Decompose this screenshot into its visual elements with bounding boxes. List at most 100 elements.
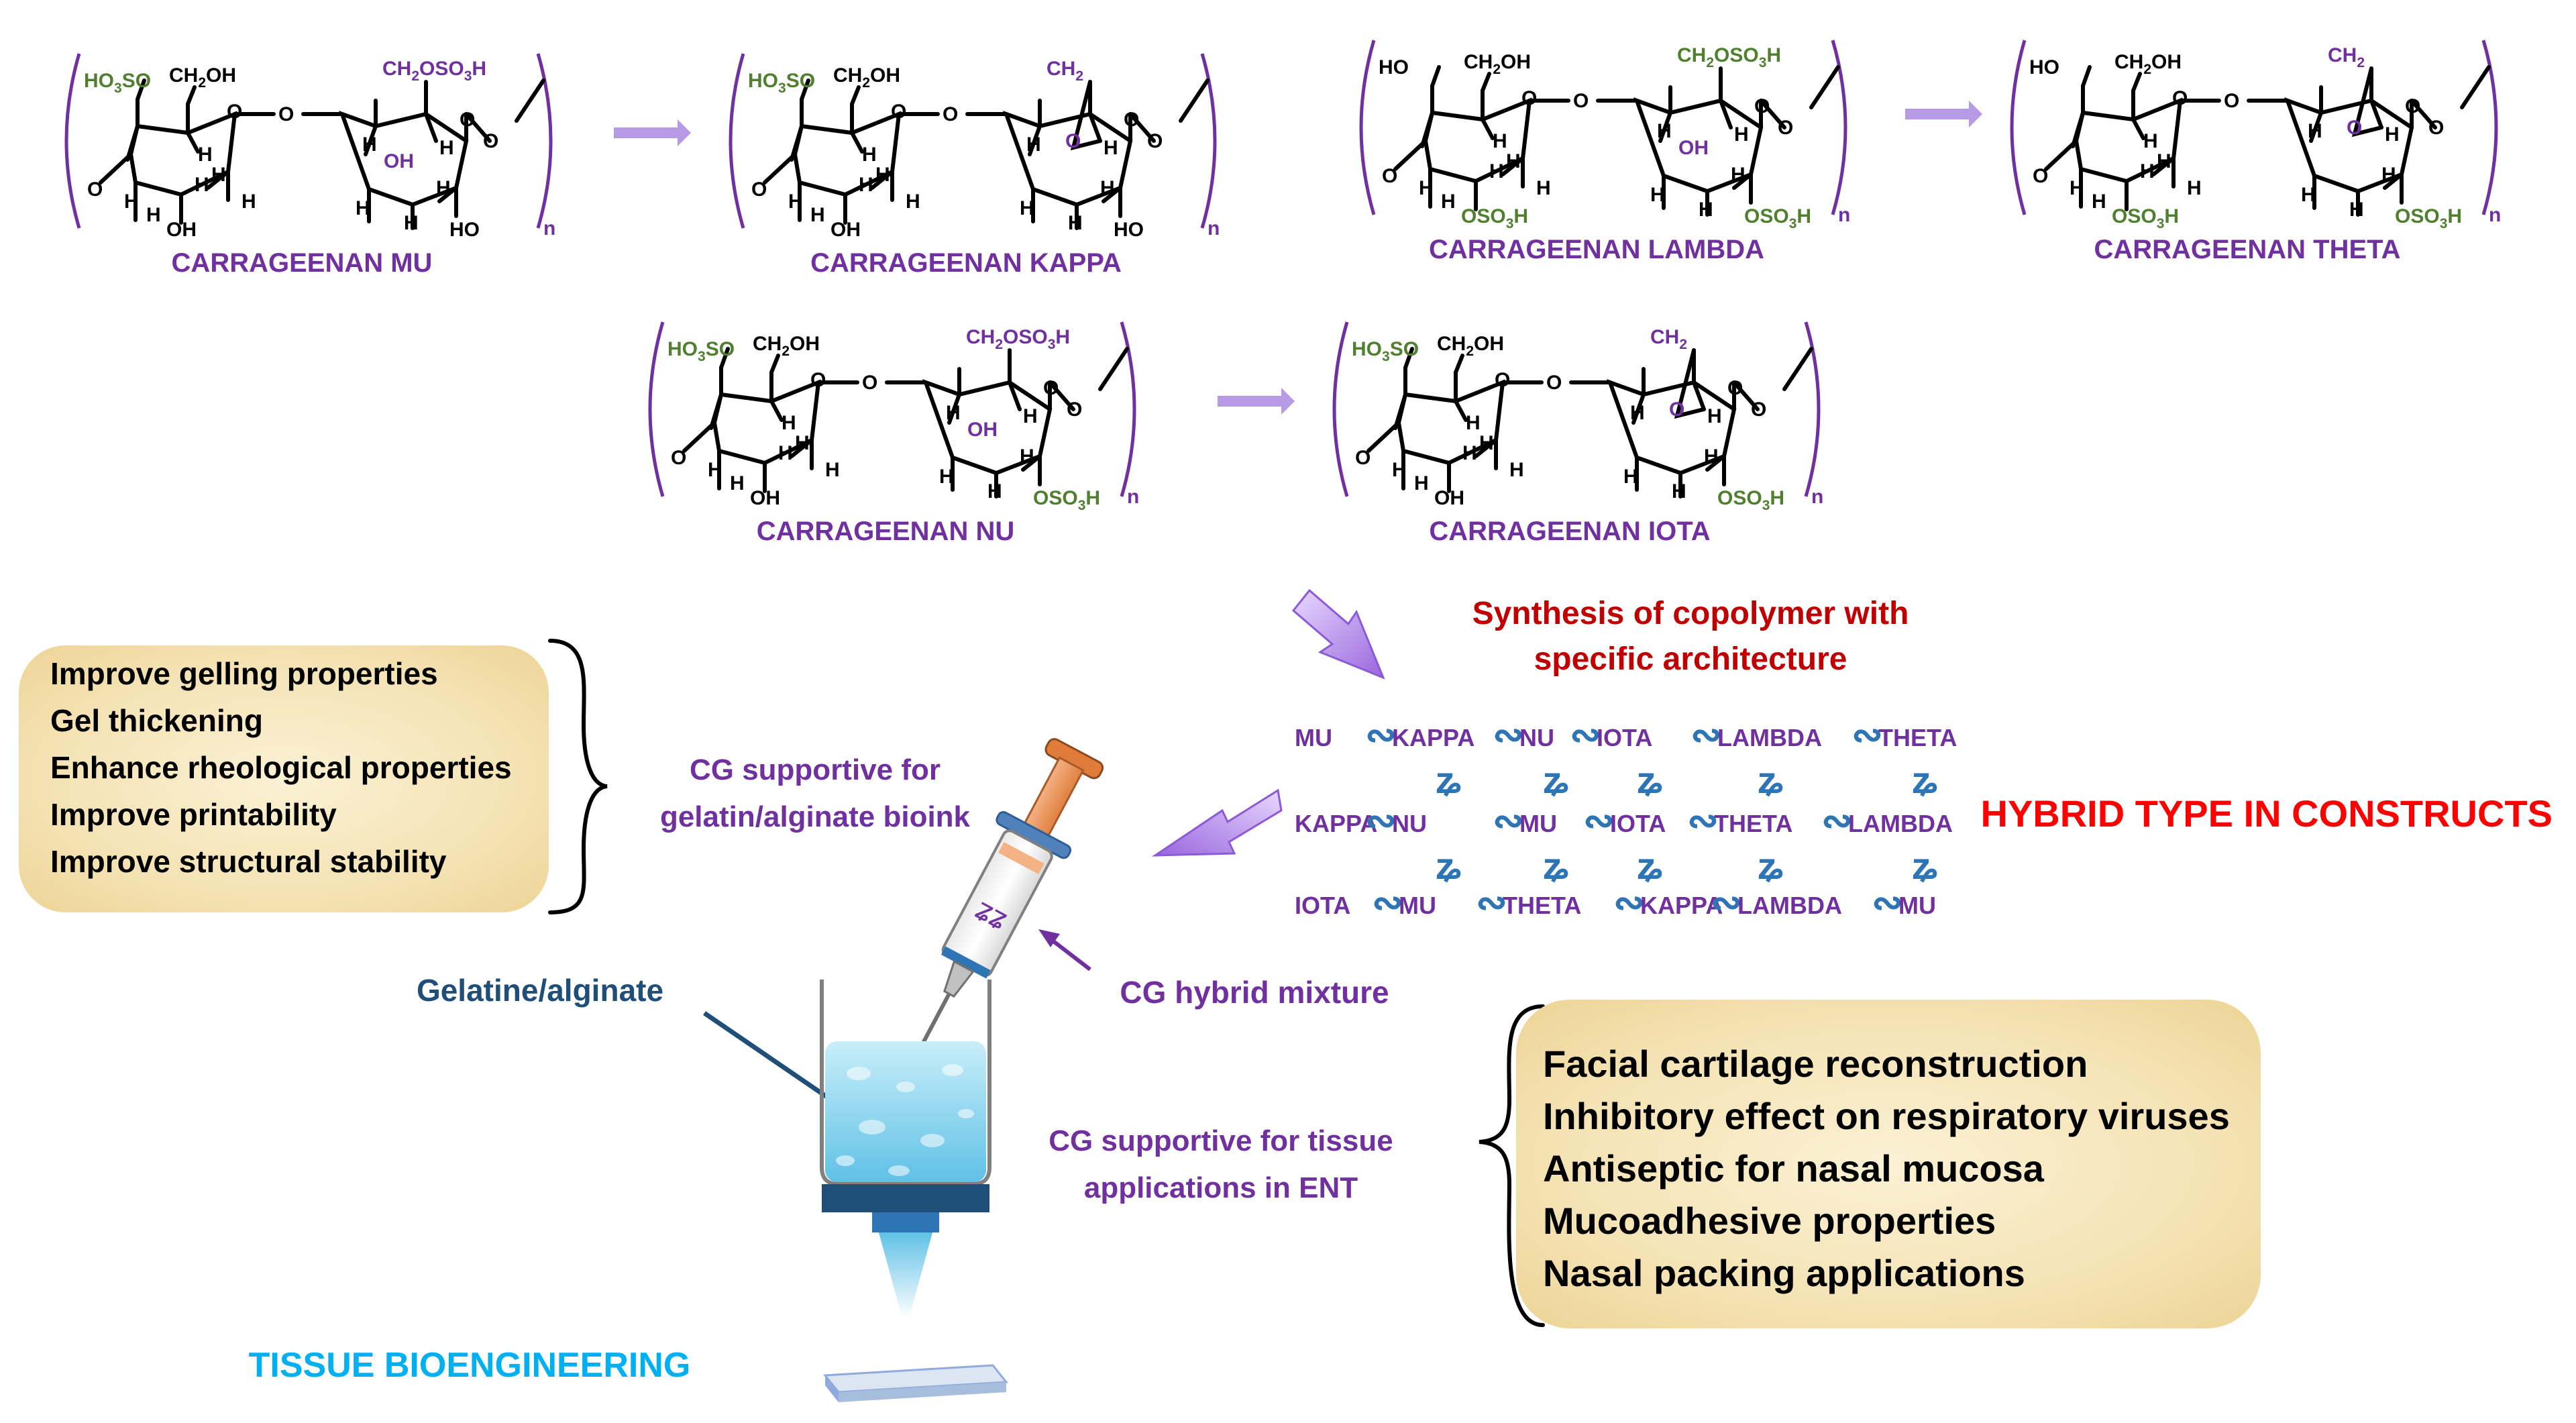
chain-oxygen: O bbox=[2428, 117, 2444, 139]
gel-bubbles bbox=[836, 1064, 974, 1176]
hydrogen-label-2: H bbox=[778, 442, 793, 464]
chain-to-syringe-arrow bbox=[1151, 788, 1283, 857]
chain-oxygen-left: O bbox=[2033, 165, 2048, 187]
chain-oxygen: O bbox=[483, 130, 498, 152]
synthesis-arrow bbox=[1291, 588, 1385, 680]
repeat-n: n bbox=[1838, 204, 1850, 226]
glycosidic-oxygen: O bbox=[1546, 372, 1562, 394]
structure-skeleton bbox=[101, 81, 543, 228]
glycosidic-oxygen: O bbox=[278, 103, 294, 125]
hydrogen-label-6: H bbox=[356, 197, 370, 219]
substituent-bottom-1: OH bbox=[830, 219, 861, 241]
chain-link-icon: ∾ bbox=[1613, 881, 1645, 923]
hydrogen-label-4: H bbox=[1536, 177, 1551, 199]
hydrogen-label-6: H bbox=[1650, 184, 1665, 206]
chain-unit: KAPPA bbox=[1640, 892, 1723, 919]
chain-vertical-link-icon: ʑ bbox=[1758, 845, 1783, 887]
chain-link-icon: ∾ bbox=[1493, 799, 1524, 841]
hydrogen-label-4: H bbox=[241, 191, 256, 213]
right-brace bbox=[1479, 1004, 1545, 1327]
chain-unit: KAPPA bbox=[1392, 724, 1474, 751]
arrow-lambda-theta bbox=[1905, 101, 1982, 127]
chain-oxygen-left: O bbox=[1382, 165, 1397, 187]
chain-unit: IOTA bbox=[1295, 892, 1350, 919]
hydrogen-label-10: H bbox=[1104, 137, 1118, 159]
right-bracket bbox=[2481, 40, 2498, 215]
hydrogen-label-6: H bbox=[2301, 184, 2316, 206]
chain-oxygen: O bbox=[1778, 117, 1793, 139]
structure-skeleton bbox=[2046, 67, 2489, 215]
chain-vertical-link-icon: ʑ bbox=[1912, 759, 1937, 801]
hydrogen-label-8: H bbox=[1020, 445, 1034, 468]
mixture-arrowhead bbox=[1038, 929, 1060, 947]
chain-unit: IOTA bbox=[1610, 810, 1666, 837]
chain-unit: IOTA bbox=[1597, 724, 1652, 751]
hydrogen-label-2: H bbox=[859, 174, 873, 196]
structure-skeleton bbox=[1368, 349, 1811, 496]
chain-link-icon: ∾ bbox=[1711, 881, 1742, 923]
substituent-top-left: HO3SO bbox=[84, 70, 151, 96]
ring-oxygen-2: O bbox=[1727, 377, 1743, 399]
substituent-top-mid: CH2OH bbox=[833, 64, 900, 91]
left-list-item: Enhance rheological properties bbox=[50, 750, 512, 785]
right-box-bg bbox=[1516, 1000, 2261, 1328]
footer-title: TISSUE BIOENGINEERING bbox=[249, 1346, 691, 1385]
bridge-oxygen: O bbox=[1065, 130, 1081, 152]
syringe: ʑʑ bbox=[909, 738, 1104, 1066]
substituent-top-right: CH2OSO3H bbox=[1677, 44, 1781, 70]
hydrogen-label-1: H bbox=[1441, 191, 1456, 213]
chain-unit: MU bbox=[1519, 810, 1557, 837]
glycosidic-oxygen: O bbox=[862, 372, 877, 394]
chain-link-icon: ∾ bbox=[1821, 799, 1853, 841]
hydrogen-label-0: H bbox=[708, 459, 722, 481]
hydrogen-label-3: H bbox=[2157, 150, 2171, 172]
right-bracket bbox=[536, 53, 553, 229]
hydrogen-label-3: H bbox=[875, 164, 890, 186]
hydrogen-label-0: H bbox=[1392, 459, 1407, 481]
substituent-bottom-1: OH bbox=[750, 487, 780, 509]
transition-arrows bbox=[614, 101, 1982, 415]
chain-link-icon: ∾ bbox=[1872, 881, 1903, 923]
hydrogen-label-6: H bbox=[1020, 197, 1034, 219]
substituent-top-right: CH2 bbox=[2328, 44, 2365, 70]
substituent-bottom-2: HO bbox=[1114, 219, 1144, 241]
chain-link-icon: ∾ bbox=[1583, 799, 1615, 841]
glycosidic-oxygen: O bbox=[1573, 90, 1589, 112]
hydrogen-label-2: H bbox=[2140, 160, 2155, 182]
left-list-item: Gel thickening bbox=[50, 703, 263, 738]
nozzle bbox=[879, 1232, 932, 1318]
ring-oxygen-2: O bbox=[460, 109, 475, 131]
left-bracket bbox=[64, 53, 81, 229]
chain-link-icon: ∾ bbox=[1690, 713, 1722, 755]
hydrogen-label-10: H bbox=[439, 137, 454, 159]
hydrogen-label-1: H bbox=[1414, 472, 1429, 494]
chain-vertical-link-icon: ʑ bbox=[1436, 759, 1461, 801]
hydrogen-label-10: H bbox=[1734, 123, 1749, 146]
hydrogen-label-4: H bbox=[1509, 459, 1524, 481]
right-bracket bbox=[1831, 40, 1847, 215]
chain-unit: MU bbox=[1295, 724, 1332, 751]
substituent-top-right: CH2OSO3H bbox=[966, 326, 1070, 352]
right-list-item: Inhibitory effect on respiratory viruses bbox=[1543, 1095, 2230, 1137]
structure-skeleton bbox=[765, 81, 1208, 228]
hydrogen-label-9: H bbox=[1466, 412, 1481, 434]
hydrogen-label-8: H bbox=[1731, 164, 1746, 186]
substituent-top-left: HO3SO bbox=[667, 338, 735, 364]
left-bracket bbox=[2010, 40, 2027, 215]
substituent-top-mid: CH2OH bbox=[1437, 333, 1504, 359]
chain-unit: NU bbox=[1392, 810, 1427, 837]
hydrogen-label-7: H bbox=[2349, 199, 2364, 221]
substituent-top-right: CH2 bbox=[1650, 326, 1687, 352]
hydrogen-label-4: H bbox=[825, 459, 840, 481]
ring-oxygen-1: O bbox=[227, 101, 242, 123]
chain-oxygen-left: O bbox=[751, 178, 767, 201]
gelatine-label: Gelatine/alginate bbox=[417, 973, 663, 1008]
hydrogen-label-1: H bbox=[146, 204, 161, 226]
chain-vertical-link-icon: ʑ bbox=[1543, 759, 1568, 801]
chain-link-icon: ∾ bbox=[1570, 713, 1601, 755]
ring-oxygen-1: O bbox=[891, 101, 906, 123]
repeat-n: n bbox=[1127, 486, 1139, 508]
